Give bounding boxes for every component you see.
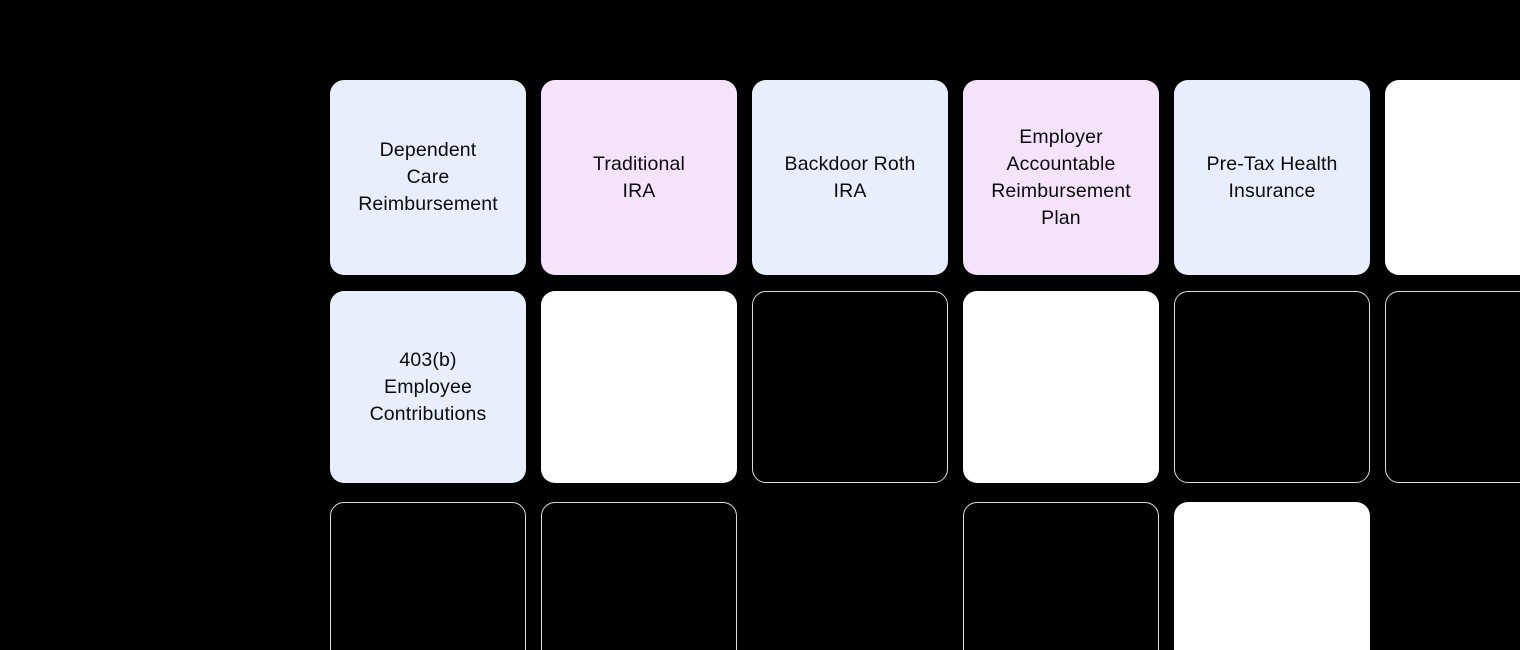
card-r1c2[interactable]: Traditional IRA: [541, 80, 737, 275]
card-label: 403(b) Employee Contributions: [369, 348, 487, 425]
card-r3c3[interactable]: [752, 502, 948, 650]
card-r1c4[interactable]: Employer Accountable Reimbursement Plan: [963, 80, 1159, 275]
card-r3c4[interactable]: [963, 502, 1159, 650]
card-r2c2[interactable]: [541, 291, 737, 483]
card-label: Backdoor Roth IRA: [784, 152, 916, 202]
card-r2c4[interactable]: [963, 291, 1159, 483]
card-r2c6[interactable]: [1385, 291, 1520, 483]
card-grid: Dependent Care Reimbursement Traditional …: [330, 80, 1520, 650]
card-r1c1[interactable]: Dependent Care Reimbursement: [330, 80, 526, 275]
card-r3c1[interactable]: [330, 502, 526, 650]
card-r2c3[interactable]: [752, 291, 948, 483]
card-r3c2[interactable]: [541, 502, 737, 650]
card-r3c5[interactable]: [1174, 502, 1370, 650]
card-r2c5[interactable]: [1174, 291, 1370, 483]
card-label: Dependent Care Reimbursement: [358, 139, 498, 215]
card-r1c3[interactable]: Backdoor Roth IRA: [752, 80, 948, 275]
card-r3c6[interactable]: [1385, 502, 1520, 650]
card-label: Pre-Tax Health Insurance: [1206, 152, 1338, 202]
card-r2c1[interactable]: 403(b) Employee Contributions: [330, 291, 526, 483]
card-label: Employer Accountable Reimbursement Plan: [991, 125, 1131, 229]
card-r1c5[interactable]: Pre-Tax Health Insurance: [1174, 80, 1370, 275]
card-label: Traditional IRA: [593, 152, 685, 202]
card-r1c6[interactable]: [1385, 80, 1520, 275]
